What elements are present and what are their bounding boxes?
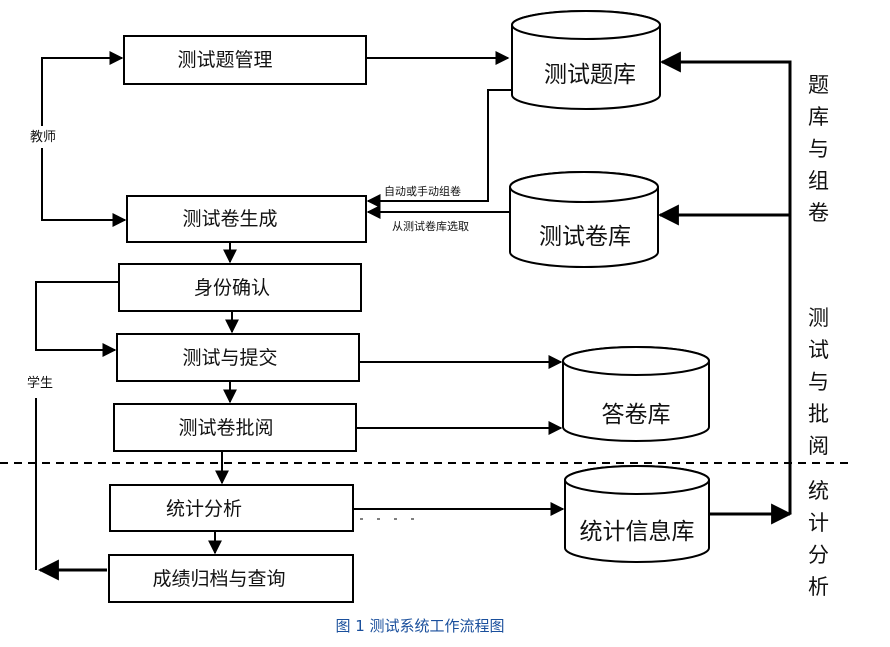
process-archive-query: 成绩归档与查询 [108, 554, 354, 603]
process-paper-review-label: 测试卷批阅 [178, 417, 273, 439]
process-identity: 身份确认 [118, 263, 362, 312]
side-label-section1: 题 库 与 组 卷 [808, 73, 829, 225]
db-stats-bank-label: 统计信息库 [580, 519, 695, 545]
process-test-submit-label: 测试与提交 [182, 347, 277, 369]
actor-student: 学生 [27, 375, 53, 391]
side-char: 组 [808, 169, 829, 193]
edge-teacher-to-paper-gen [41, 148, 127, 227]
edge-teacher-to-question-mgmt [41, 51, 124, 126]
process-stats-label: 统计分析 [166, 498, 242, 520]
side-label-section3: 统 计 分 析 [808, 479, 829, 599]
edge-question-bank-to-paper-gen [366, 89, 512, 208]
side-char: 与 [808, 137, 829, 161]
process-question-mgmt-label: 测试题管理 [177, 49, 272, 71]
process-paper-gen: 测试卷生成 [126, 195, 367, 243]
db-answer-bank-label: 答卷库 [602, 402, 671, 428]
side-char: 析 [808, 575, 829, 599]
edge-label-auto-manual: 自动或手动组卷 [384, 184, 461, 198]
side-label-section2: 测 试 与 批 阅 [808, 306, 829, 458]
process-stats: 统计分析 [109, 484, 354, 532]
side-char: 统 [808, 479, 829, 503]
side-char: 计 [808, 511, 829, 535]
edge-spine-to-question-bank [659, 51, 792, 514]
side-char: 测 [808, 306, 829, 330]
process-question-mgmt: 测试题管理 [123, 35, 367, 85]
edge-identity-loop [35, 281, 119, 357]
db-answer-bank: 答卷库 [562, 346, 710, 442]
side-char: 试 [808, 338, 829, 362]
side-char: 卷 [808, 201, 829, 225]
side-char: 阅 [808, 434, 829, 458]
side-char: 库 [808, 105, 829, 129]
db-paper-bank: 测试卷库 [509, 171, 659, 268]
actor-teacher: 教师 [30, 129, 56, 145]
side-char: 题 [808, 73, 829, 97]
db-stats-bank: 统计信息库 [564, 465, 710, 563]
process-paper-review: 测试卷批阅 [113, 403, 357, 452]
figure-caption: 图 1 测试系统工作流程图 [335, 617, 504, 635]
db-question-bank-label: 测试题库 [544, 62, 636, 88]
side-char: 分 [808, 543, 829, 567]
process-identity-label: 身份确认 [194, 277, 270, 299]
side-char: 批 [808, 402, 829, 426]
db-paper-bank-label: 测试卷库 [539, 224, 631, 250]
process-archive-query-label: 成绩归档与查询 [152, 568, 285, 590]
process-paper-gen-label: 测试卷生成 [182, 208, 277, 230]
side-char: 与 [808, 370, 829, 394]
edge-label-select-from-bank: 从测试卷库选取 [392, 219, 469, 233]
db-question-bank: 测试题库 [511, 10, 661, 110]
process-test-submit: 测试与提交 [116, 333, 360, 382]
